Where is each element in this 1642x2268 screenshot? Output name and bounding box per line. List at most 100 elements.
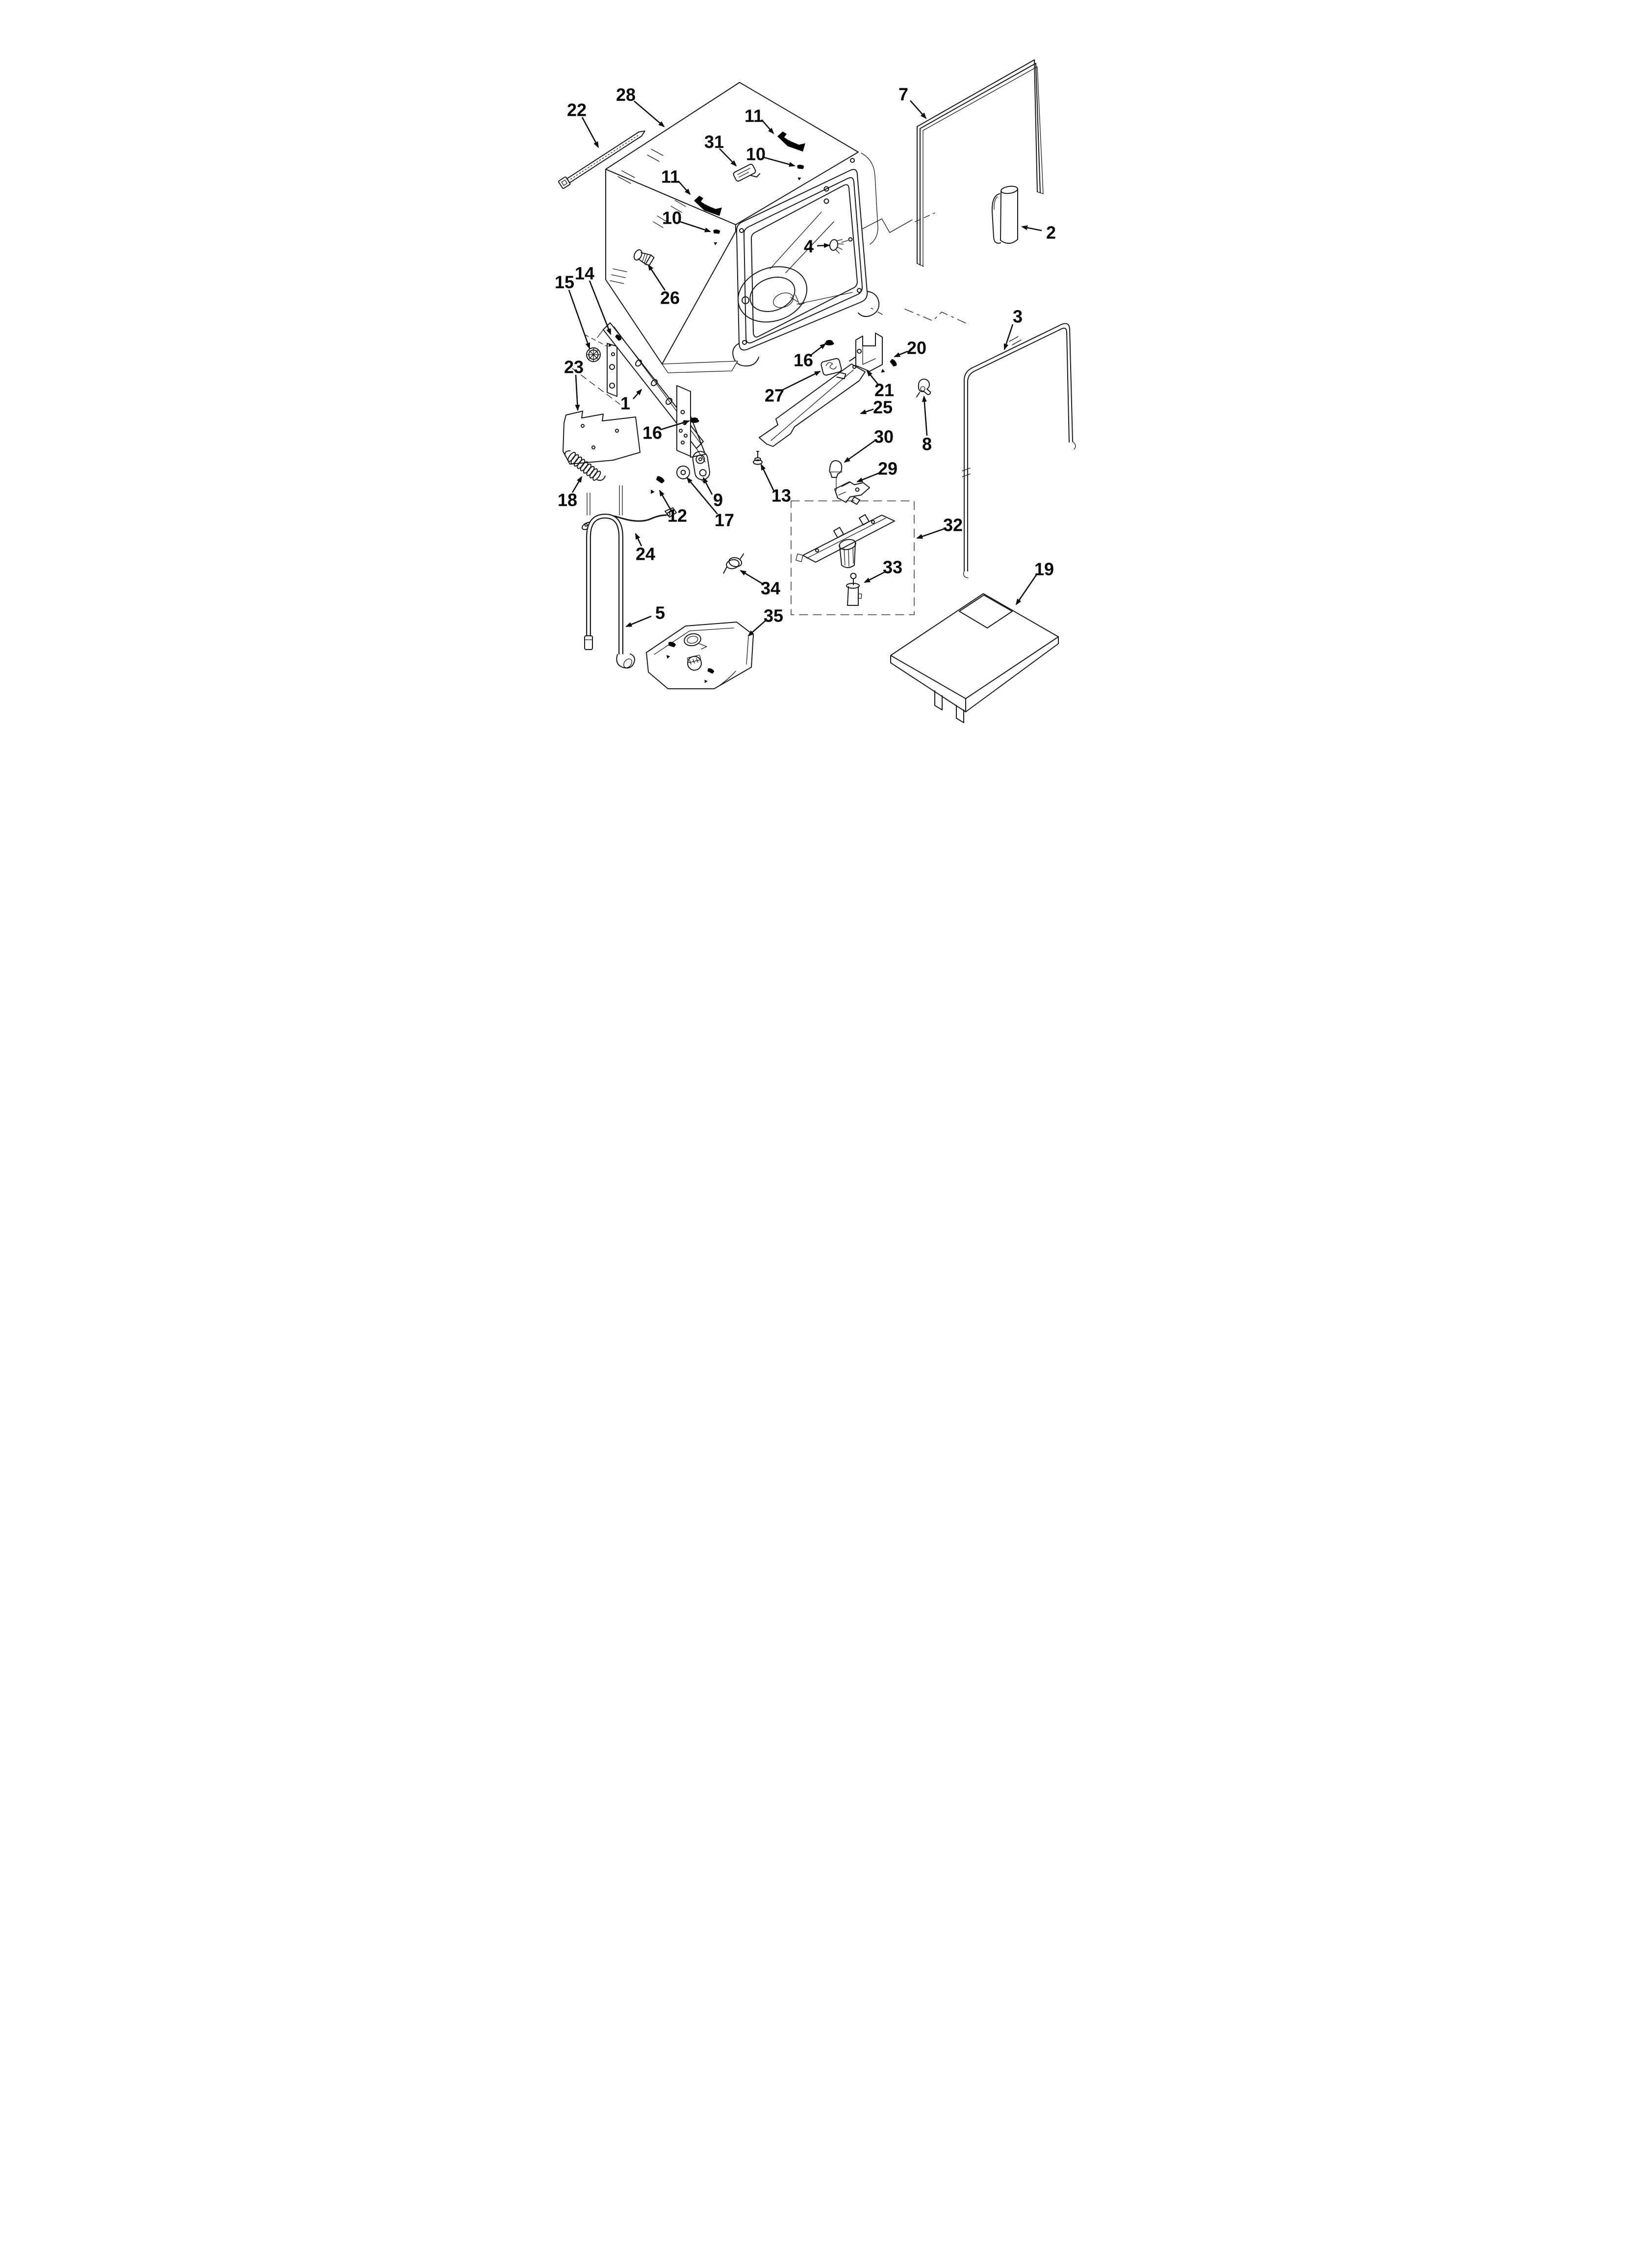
callout-5: 5 <box>625 603 665 627</box>
callout-25: 25 <box>860 397 893 417</box>
callout-leader-21 <box>866 370 879 385</box>
hex-bolt <box>647 475 666 496</box>
callout-leader-18 <box>571 476 583 493</box>
callout-leader-3 <box>1003 324 1014 350</box>
callout-leader-26 <box>647 264 666 291</box>
callout-10b: 10 <box>662 208 711 233</box>
callout-24: 24 <box>635 533 655 564</box>
callout-leader-8 <box>922 395 928 436</box>
callout-leader-11b <box>678 181 691 195</box>
adjuster-plate <box>692 451 711 483</box>
callout-20: 20 <box>894 338 926 358</box>
callout-number-33: 33 <box>883 557 902 577</box>
callout-leader-31 <box>719 148 737 167</box>
callout-leader-1 <box>633 389 642 399</box>
callout-leader-15 <box>568 289 590 349</box>
callout-leader-32 <box>916 528 945 539</box>
callout-number-2: 2 <box>1046 223 1056 243</box>
base-insulation-cover <box>890 593 1059 723</box>
cable-tie <box>558 130 645 189</box>
callout-number-18: 18 <box>558 490 577 510</box>
callout-number-35: 35 <box>764 606 783 626</box>
callout-15: 15 <box>555 272 590 349</box>
callout-leader-11a <box>761 119 774 134</box>
tub-gasket <box>962 323 1076 578</box>
callout-number-14: 14 <box>575 263 594 284</box>
callout-number-11a: 11 <box>744 106 763 126</box>
access-panel-insulation <box>563 411 641 465</box>
door-seal <box>917 59 1044 267</box>
callout-number-13: 13 <box>771 486 791 506</box>
callout-leader-30 <box>844 440 875 463</box>
hose-clip <box>916 378 931 397</box>
callout-32: 32 <box>916 515 963 539</box>
callout-number-1: 1 <box>620 393 630 414</box>
tub-assembly <box>605 82 883 373</box>
callout-11a: 11 <box>744 106 774 134</box>
callout-leader-19 <box>1015 574 1037 605</box>
callout-35: 35 <box>747 606 783 637</box>
leveling-pin <box>824 330 834 345</box>
callout-number-21: 21 <box>874 380 894 400</box>
callout-22: 22 <box>567 100 599 148</box>
callout-number-7: 7 <box>898 84 908 104</box>
callout-number-12: 12 <box>667 506 687 526</box>
construction-lines <box>572 212 968 405</box>
callout-number-20: 20 <box>907 338 926 358</box>
callout-31: 31 <box>704 132 737 167</box>
clip-nut <box>821 358 847 380</box>
callout-9: 9 <box>702 477 723 510</box>
callout-27: 27 <box>765 370 821 406</box>
callout-12: 12 <box>659 490 687 526</box>
leveling-pin <box>690 408 699 423</box>
callout-29: 29 <box>856 459 898 483</box>
tub-brackets-and-screws <box>694 131 805 246</box>
callout-number-27: 27 <box>765 386 784 406</box>
callout-leader-29 <box>856 472 880 483</box>
callout-leader-4 <box>817 243 830 248</box>
callout-number-17: 17 <box>715 510 734 530</box>
callout-28: 28 <box>616 85 665 128</box>
callout-30: 30 <box>844 427 894 463</box>
callout-leader-17 <box>686 477 718 515</box>
corner-bracket <box>855 333 883 372</box>
float-switch-bracket <box>834 481 870 505</box>
spring-clamp <box>723 553 744 574</box>
callout-number-32: 32 <box>943 515 963 535</box>
callout-number-28: 28 <box>616 85 636 105</box>
hardware-bag <box>646 622 754 689</box>
callout-number-5: 5 <box>655 603 665 623</box>
callout-1: 1 <box>620 389 642 414</box>
callout-leader-25 <box>860 408 874 415</box>
callout-number-4: 4 <box>804 236 814 257</box>
callout-leader-14 <box>589 280 612 335</box>
callout-11b: 11 <box>661 167 691 195</box>
callout-number-10a: 10 <box>746 144 766 164</box>
callout-3: 3 <box>1003 307 1023 350</box>
callout-18: 18 <box>558 476 583 510</box>
callout-number-15: 15 <box>555 272 574 292</box>
callout-leader-34 <box>740 570 763 585</box>
retainer-clip <box>733 163 761 182</box>
callout-leader-7 <box>910 100 927 119</box>
callout-number-23: 23 <box>564 357 584 377</box>
callout-leader-5 <box>625 615 652 627</box>
callout-16a: 16 <box>794 343 826 370</box>
callout-number-25: 25 <box>873 397 893 417</box>
callout-8: 8 <box>922 395 932 454</box>
callout-14: 14 <box>575 263 612 335</box>
fill-valve <box>846 573 862 606</box>
callout-leader-13 <box>760 464 775 492</box>
feed-tube-assembly <box>795 514 895 568</box>
callout-leader-10a <box>764 156 795 167</box>
callout-leader-16a <box>810 343 826 356</box>
callout-34: 34 <box>740 570 780 599</box>
callout-leader-2 <box>1021 225 1042 232</box>
callout-leader-12 <box>659 490 672 511</box>
callout-leader-27 <box>782 370 821 391</box>
callout-number-34: 34 <box>761 578 780 599</box>
roller-washer <box>676 466 690 479</box>
callout-number-16b: 16 <box>642 423 662 443</box>
callout-7: 7 <box>898 84 927 119</box>
